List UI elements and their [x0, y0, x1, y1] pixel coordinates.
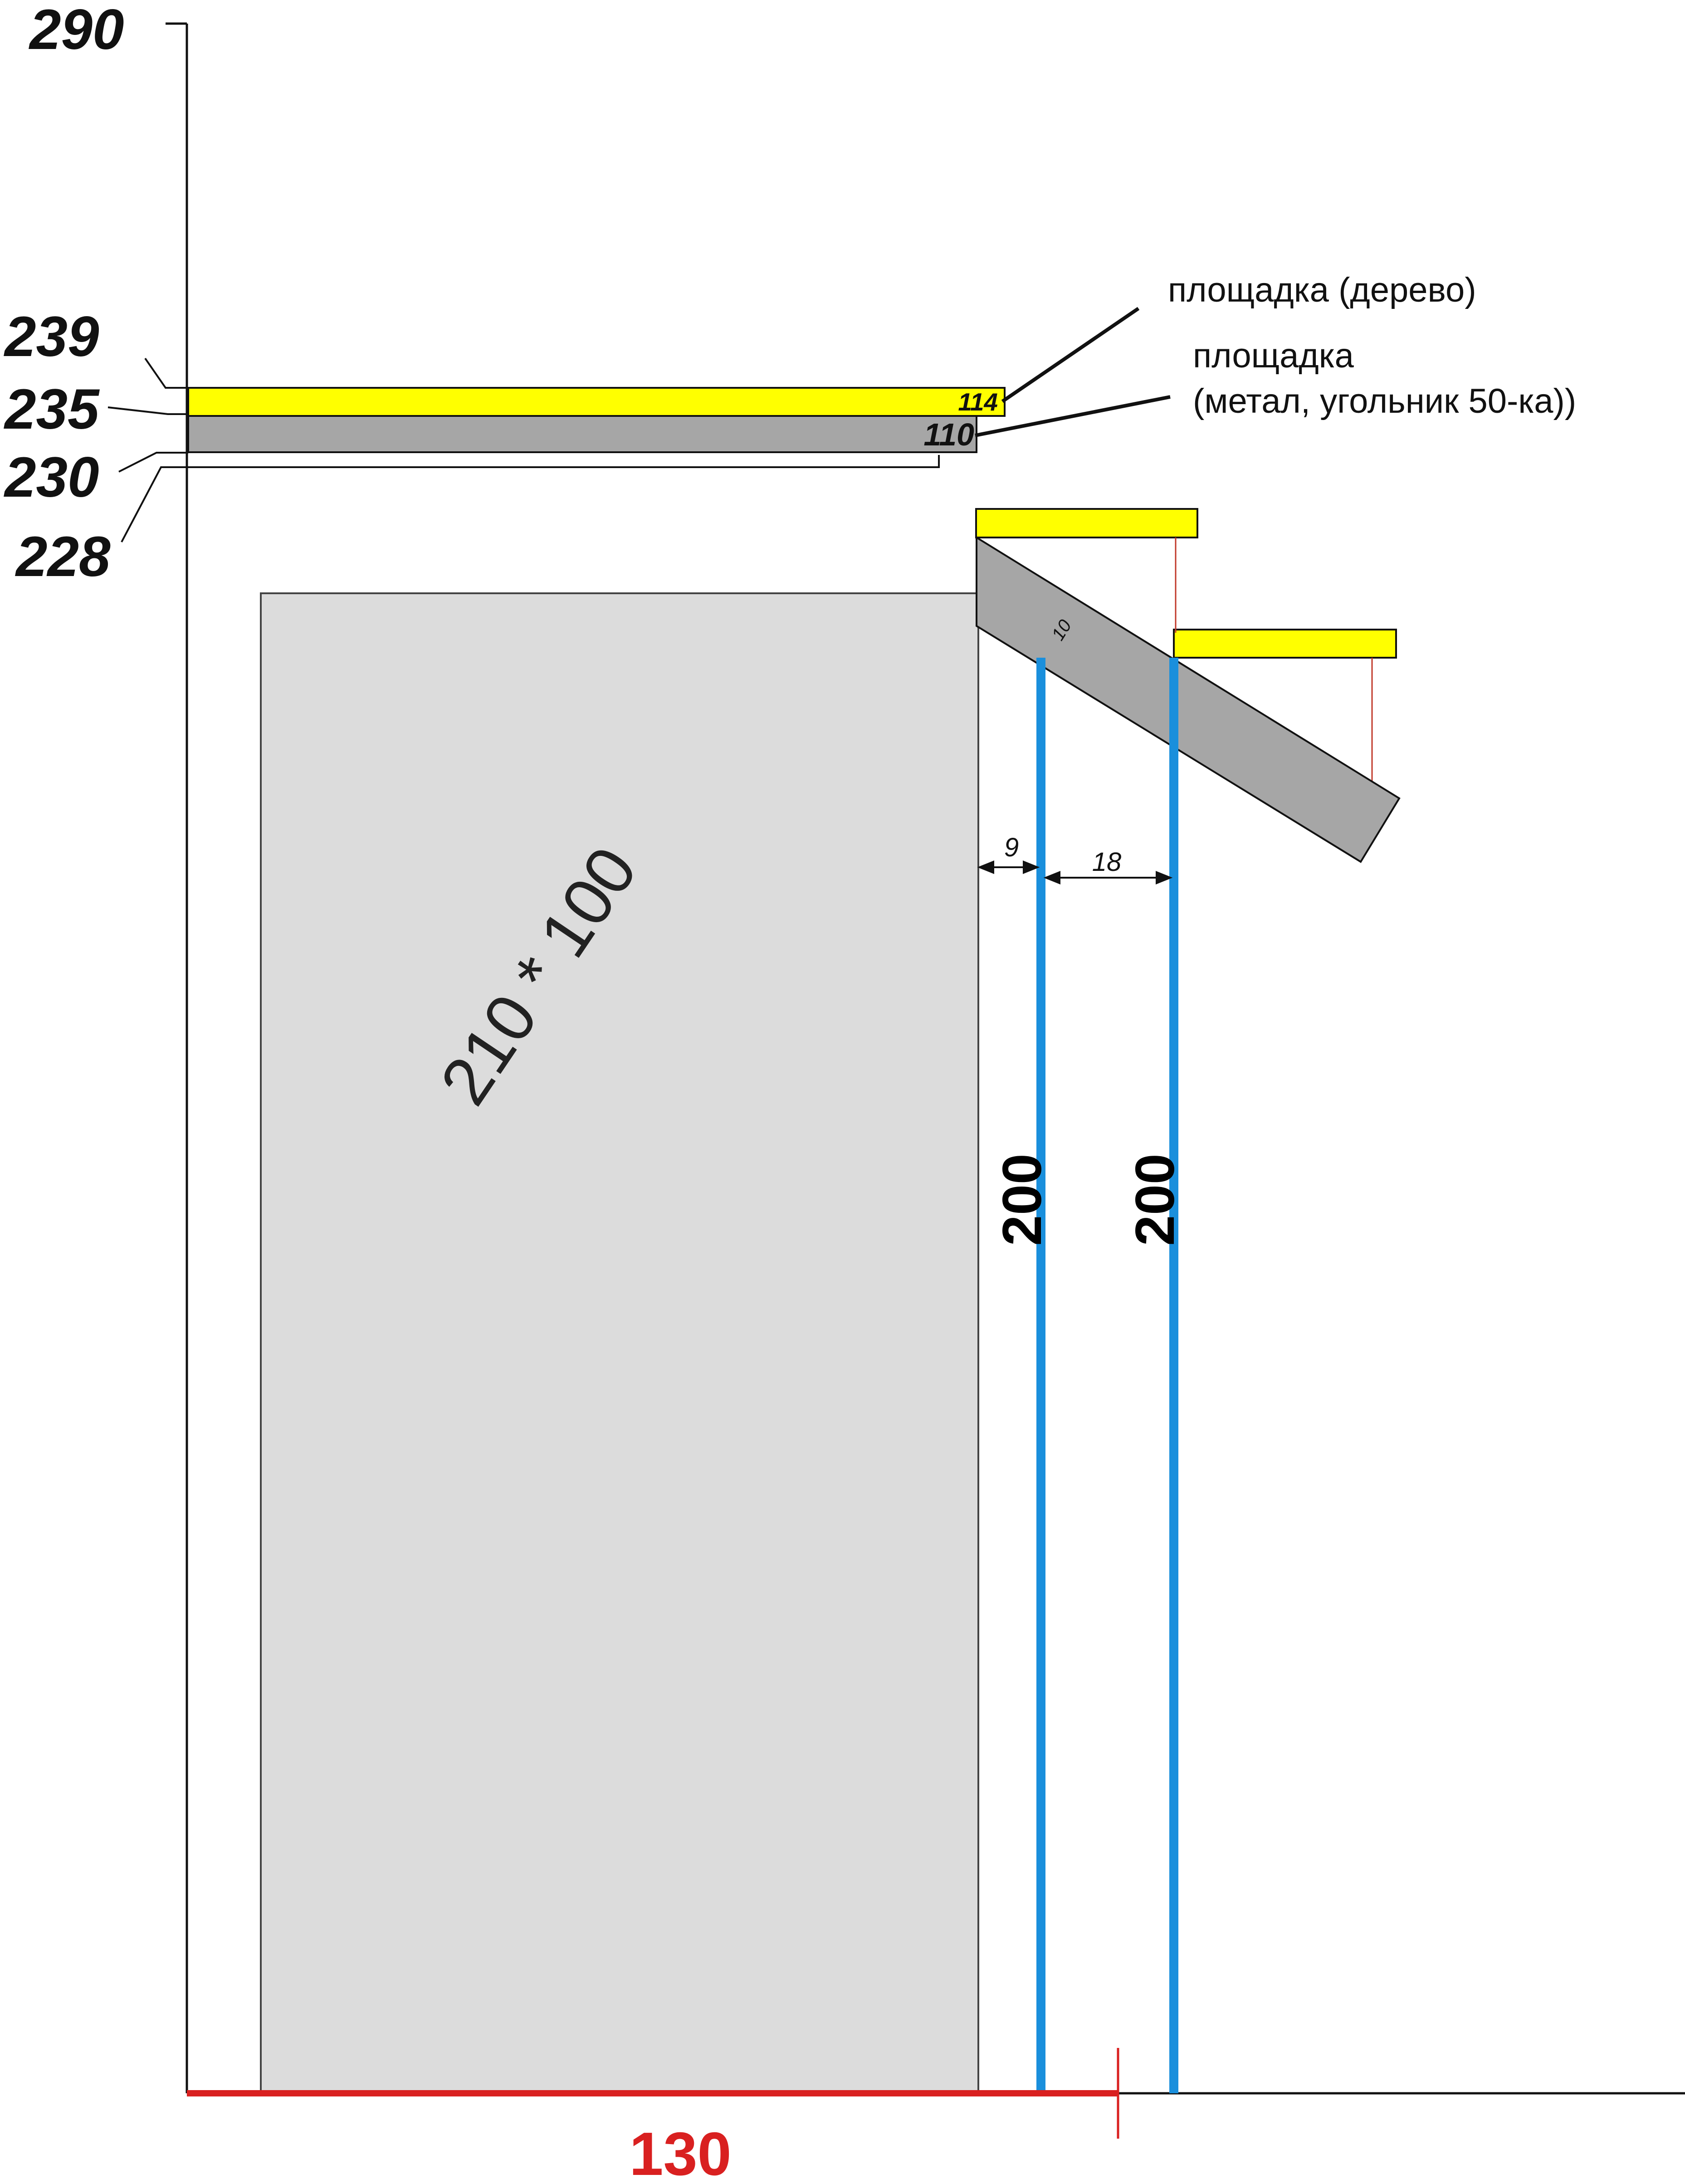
- metal-callout-leader: [975, 395, 1171, 437]
- stair-step-upper: [975, 508, 1198, 538]
- wood-platform-length: 114: [958, 388, 998, 416]
- door-rect: [260, 592, 979, 2094]
- level-label-230: 230: [4, 446, 99, 509]
- level-leaders: [107, 357, 188, 542]
- level-label-228: 228: [15, 525, 111, 588]
- metal-platform-bar: [187, 415, 977, 453]
- level-228-line: [188, 455, 940, 468]
- wood-platform-label: площадка (дерево): [1168, 271, 1476, 309]
- gap-18-arrow-left: [1043, 871, 1060, 884]
- wood-platform-bar: [187, 387, 1006, 417]
- stair-step-lower: [1173, 629, 1397, 659]
- base-width-label: 130: [629, 2120, 731, 2184]
- post-2-height-label: 200: [1124, 1153, 1186, 1246]
- wood-callout-leader: [1001, 307, 1140, 403]
- metal-platform-label-line2: (метал, угольник 50-ка)): [1193, 382, 1576, 420]
- leader-230: [118, 452, 188, 473]
- gap-9-label: 9: [1004, 833, 1019, 862]
- base-width-dimension: [187, 2048, 1119, 2139]
- support-posts: [1036, 658, 1178, 2093]
- leader-239: [144, 357, 188, 389]
- post-1-height-label: 200: [991, 1153, 1053, 1246]
- leader-228: [121, 466, 188, 542]
- level-label-239: 239: [4, 305, 99, 368]
- callout-leaders: [975, 307, 1171, 437]
- gap-9-arrow-right: [1023, 860, 1040, 874]
- stair-stringer: [976, 536, 1401, 863]
- gap-18-label: 18: [1092, 847, 1122, 877]
- gap-18-arrow-right: [1156, 871, 1173, 884]
- gap-9-arrow-left: [977, 860, 994, 874]
- metal-platform-length: 110: [923, 417, 974, 452]
- leader-235: [107, 406, 188, 415]
- level-label-235: 235: [4, 378, 100, 441]
- level-label-290: 290: [29, 0, 124, 61]
- metal-platform-label-line1: площадка: [1193, 337, 1354, 375]
- gap-dimensions: [977, 860, 1173, 884]
